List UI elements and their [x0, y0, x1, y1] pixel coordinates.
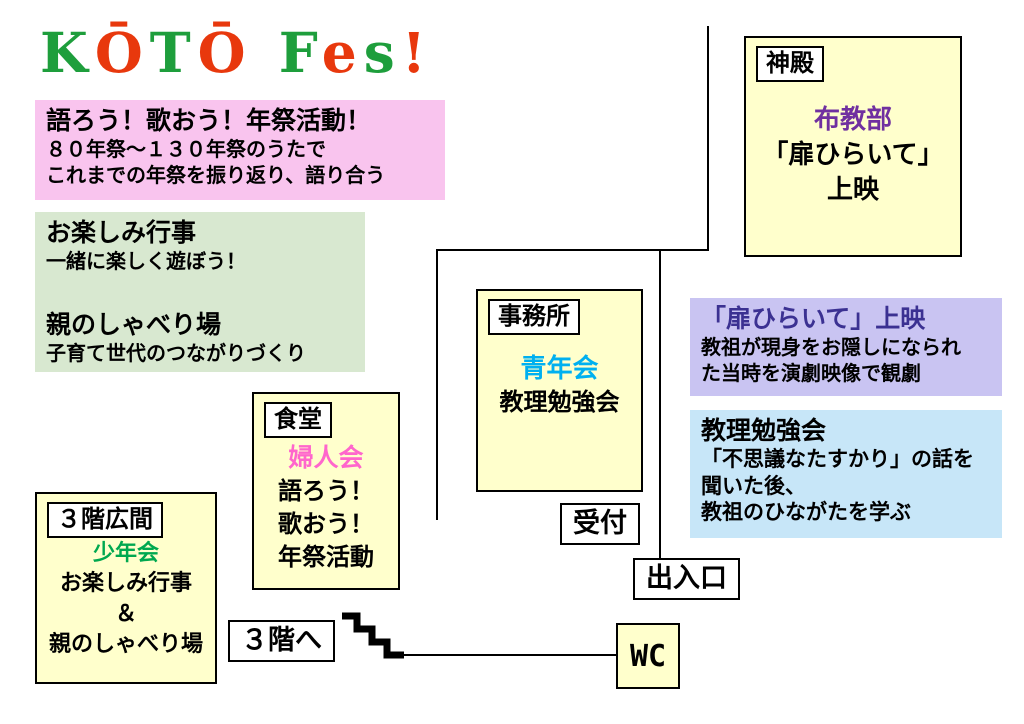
note-line: ８０年祭～１３０年祭のうたで	[46, 139, 326, 161]
group-seinenkai: 青年会	[520, 353, 599, 383]
stairs-icon	[342, 612, 404, 659]
note-line: これまでの年祭を振り返り、語り合う	[46, 165, 386, 187]
page-title: KŌTŌ Fes!	[40, 20, 433, 85]
room-label-wc: WC	[629, 638, 667, 674]
note-line: 一緒に楽しく遊ぼう！	[46, 251, 246, 273]
room-shokudo: 食堂 婦人会 語ろう！ 歌おう！ 年祭活動	[252, 392, 400, 590]
title-letter: T	[149, 20, 198, 85]
note-line: 聞いた後、	[701, 474, 806, 498]
note-line: た当時を演劇映像で観劇	[701, 363, 921, 385]
room-line: 「扉ひらいて」	[762, 139, 944, 170]
room-line: お楽しみ行事	[59, 570, 192, 596]
title-letter: Ō	[94, 20, 150, 85]
title-letter: !	[401, 20, 433, 85]
room-3f-hiroma: ３階広間 少年会 お楽しみ行事 ＆ 親のしゃべり場	[35, 492, 217, 684]
sign-entrance: 出入口	[633, 558, 740, 600]
room-label-jimusho: 事務所	[488, 299, 580, 335]
room-label-shokudo: 食堂	[264, 402, 332, 438]
note-otanoshimi-gyoji: お楽しみ行事 一緒に楽しく遊ぼう！ 親のしゃべり場 子育て世代のつながりづくり	[35, 212, 365, 372]
wall-corridor-right	[659, 249, 661, 559]
note-line: 教祖が現身をお隠しになられ	[701, 337, 961, 359]
group-fujinkai: 婦人会	[288, 444, 364, 472]
note-heading: 「扉ひらいて」上映	[701, 305, 926, 333]
room-line: 語ろう！	[278, 477, 374, 505]
wall-shinden-left	[707, 26, 709, 250]
title-letter: e	[321, 20, 364, 85]
room-label-3f-hiroma: ３階広間	[47, 502, 163, 538]
room-line: 歌おう！	[278, 510, 374, 538]
room-shinden: 神殿 布教部 「扉ひらいて」 上映	[744, 36, 962, 257]
note-line: 子育て世代のつながりづくり	[46, 343, 306, 365]
note-tobira-joei: 「扉ひらいて」上映 教祖が現身をお隠しになられ た当時を演劇映像で観劇	[690, 298, 1002, 396]
room-line: 年祭活動	[278, 543, 374, 571]
note-heading: 語ろう！歌おう！年祭活動！	[46, 107, 372, 135]
group-shonenkai: 少年会	[92, 540, 159, 565]
title-letter: s	[363, 20, 402, 85]
note-kyori-benkyokai: 教理勉強会 「不思議なたすかり」の話を 聞いた後、 教祖のひながたを学ぶ	[690, 410, 1002, 538]
room-line: 上映	[826, 174, 879, 205]
note-nensai-katsudo: 語ろう！歌おう！年祭活動！ ８０年祭～１３０年祭のうたで これまでの年祭を振り返…	[35, 100, 445, 200]
wall-corridor-top	[436, 249, 709, 251]
room-line: ＆	[114, 600, 137, 626]
room-line: 親のしゃべり場	[48, 631, 203, 657]
room-label-shinden: 神殿	[756, 46, 824, 82]
title-letter	[253, 20, 279, 85]
wall-corridor-left	[436, 249, 438, 520]
sign-to-3f: ３階へ	[228, 620, 335, 662]
room-wc: WC	[616, 623, 680, 689]
title-letter: F	[278, 20, 322, 85]
note-line: 「不思議なたすかり」の話を	[701, 448, 974, 471]
group-fukyobu: 布教部	[813, 104, 892, 134]
note-heading: 親のしゃべり場	[46, 311, 222, 339]
note-heading: お楽しみ行事	[46, 219, 197, 247]
title-letter: Ō	[197, 20, 253, 85]
note-line: 教祖のひながたを学ぶ	[701, 501, 911, 525]
room-line: 教理勉強会	[499, 389, 620, 417]
note-heading: 教理勉強会	[701, 417, 827, 445]
title-letter: K	[40, 20, 95, 85]
room-jimusho: 事務所 青年会 教理勉強会	[476, 289, 643, 492]
wall-bottom-corridor	[403, 654, 617, 656]
sign-reception: 受付	[560, 503, 640, 545]
